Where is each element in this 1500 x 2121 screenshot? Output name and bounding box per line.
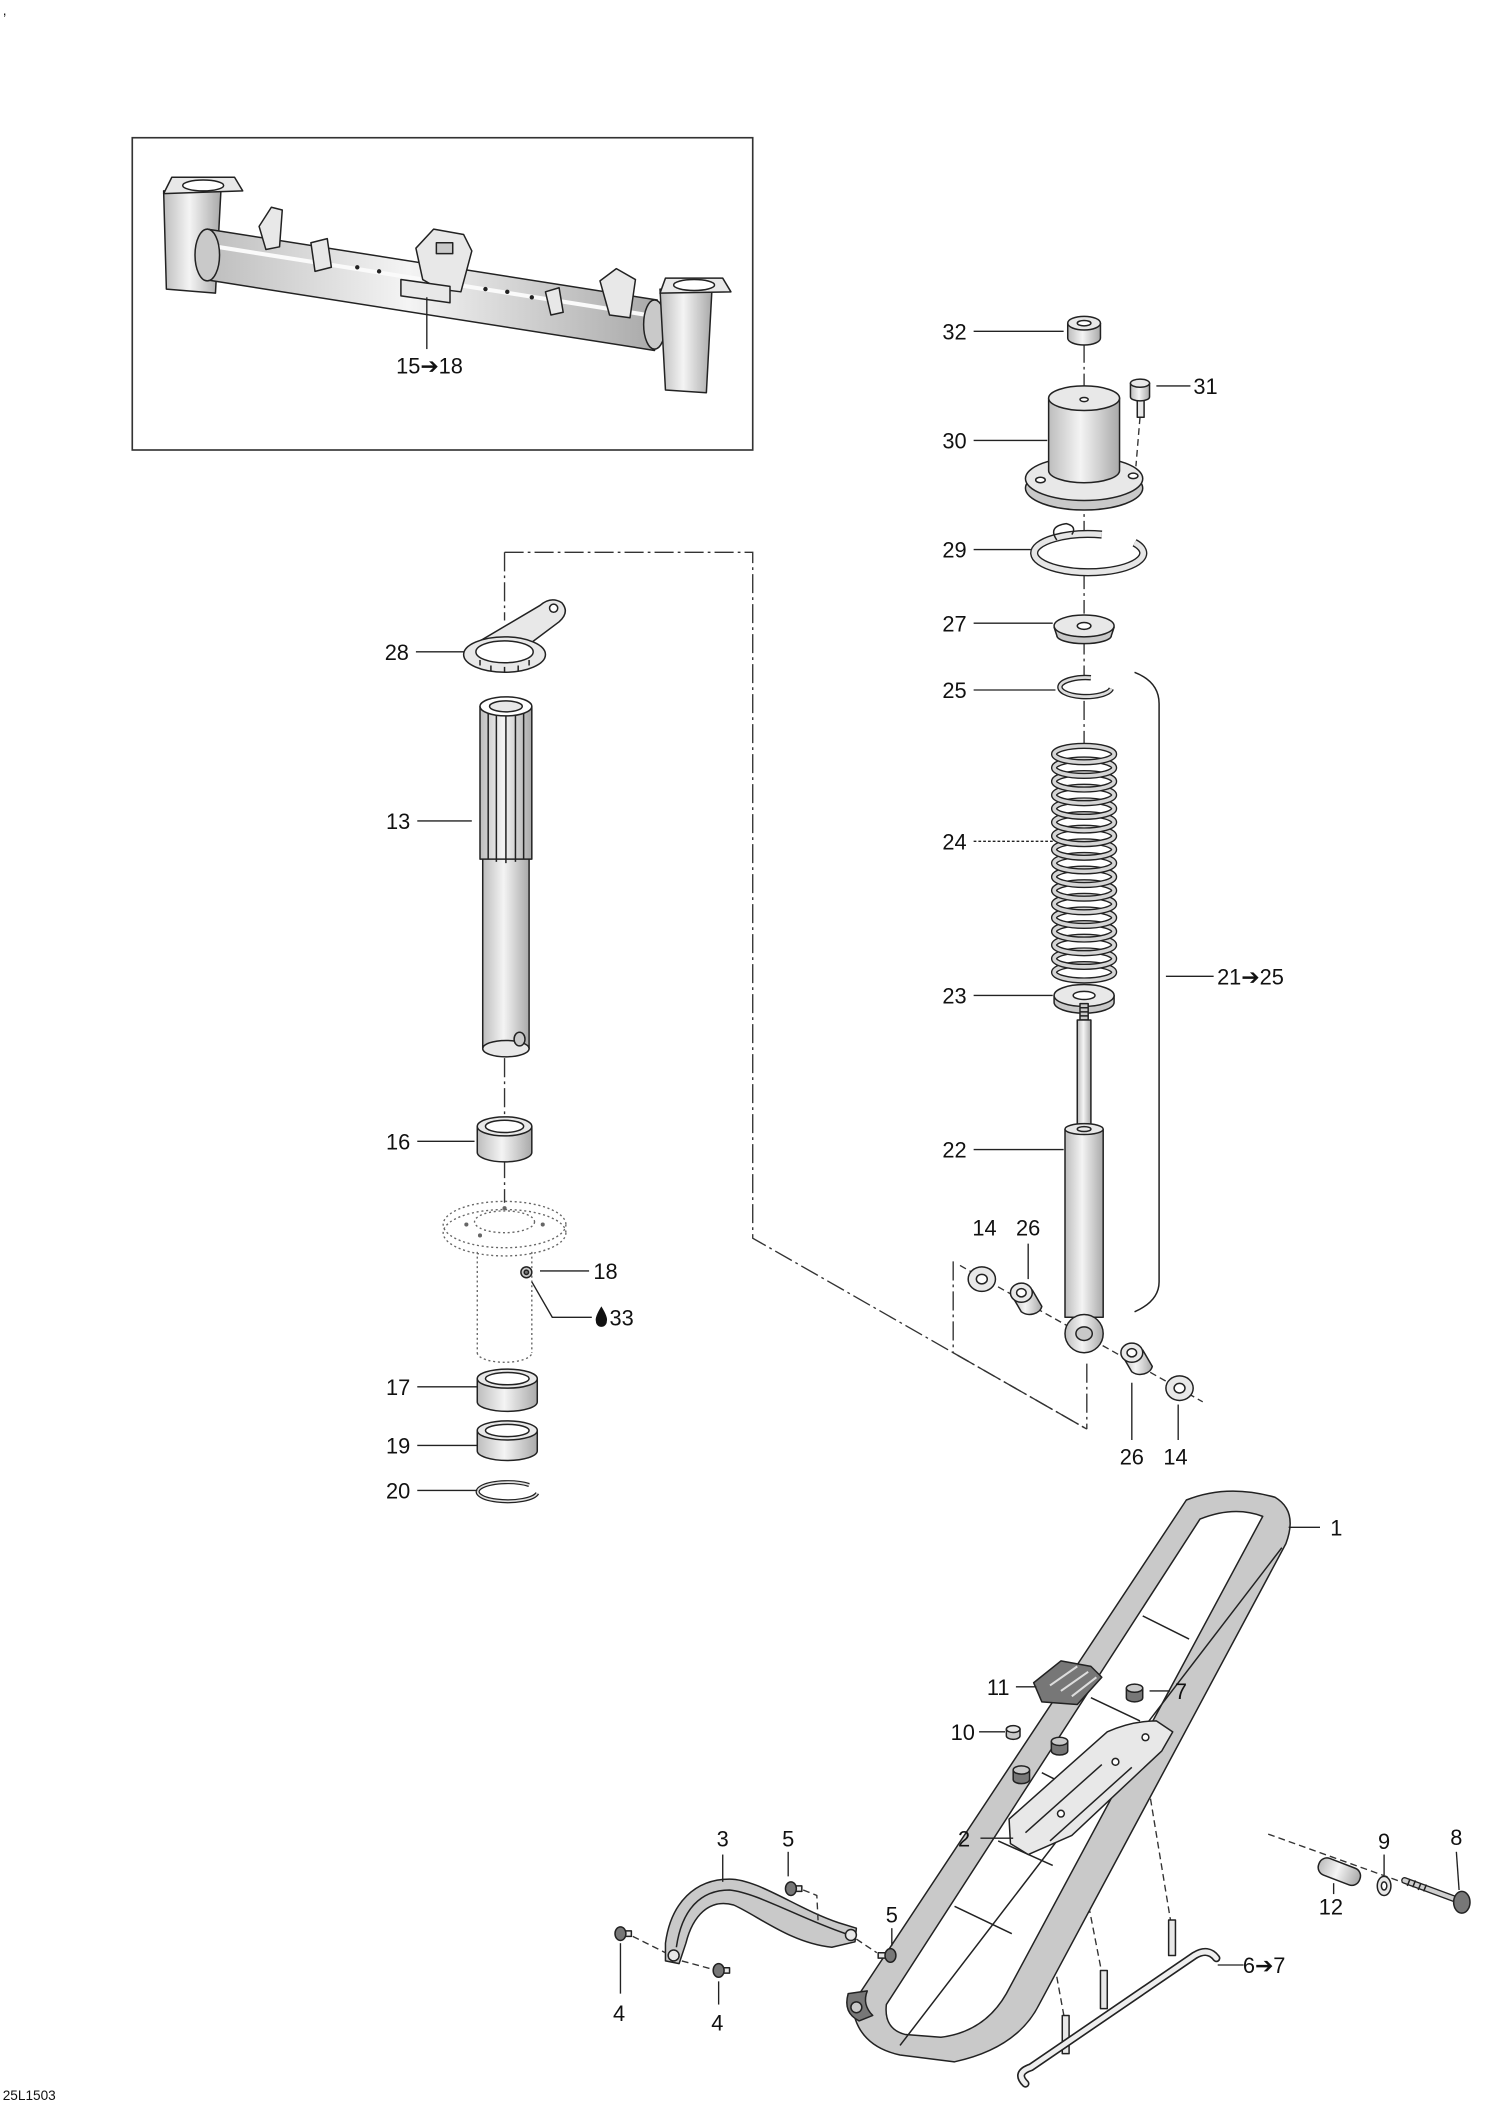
callout-8: 8	[1450, 1825, 1462, 1850]
callout-33: 33	[610, 1305, 634, 1330]
part-13-spindle	[479, 696, 533, 1058]
callout-5-lower: 5	[886, 1903, 898, 1928]
callout-25: 25	[942, 678, 966, 703]
callout-16: 16	[386, 1130, 410, 1155]
part-11-wear-pad	[1032, 1660, 1103, 1706]
part-25-retainer-clip	[1057, 674, 1114, 700]
shock-group: 32 31 30 29	[942, 315, 1284, 1470]
callout-14-left: 14	[972, 1215, 996, 1240]
ski-group: 1 6➔7 2	[613, 1490, 1471, 2088]
part-2-ski-plate	[1008, 1720, 1174, 1856]
axis-line	[632, 1935, 666, 1954]
callout-13: 13	[386, 809, 410, 834]
inset-panel: 15➔18	[131, 136, 754, 451]
part-7-nut	[1125, 1683, 1144, 1703]
part-26-bushing-left	[1009, 1282, 1043, 1316]
part-24-spring	[1050, 742, 1118, 984]
leader-line	[531, 1281, 592, 1318]
part-10-nut	[1005, 1724, 1021, 1741]
part-32-nut	[1066, 315, 1102, 346]
callout-4-left: 4	[613, 2001, 625, 2026]
callout-9: 9	[1378, 1829, 1390, 1854]
callout-32: 32	[942, 320, 966, 345]
callout-23: 23	[942, 984, 966, 1009]
part-19-bushing	[476, 1420, 539, 1462]
part-4-bolt	[712, 1962, 731, 1979]
callout-1: 1	[1330, 1515, 1342, 1540]
axis-line	[681, 1960, 712, 1970]
callout-14-right: 14	[1163, 1445, 1187, 1470]
callout-17: 17	[386, 1375, 410, 1400]
callout-31: 31	[1193, 374, 1217, 399]
part-30-top-mount	[1024, 385, 1144, 511]
part-26-bushing-right	[1120, 1342, 1154, 1376]
part-6-7-runner	[1017, 1919, 1221, 2088]
callout-19: 19	[386, 1434, 410, 1459]
oil-drop-icon	[595, 1306, 608, 1327]
inset-border	[131, 136, 754, 451]
part-22-shock-absorber	[1064, 1002, 1104, 1354]
callout-10: 10	[951, 1720, 975, 1745]
callout-24: 24	[942, 830, 966, 855]
callout-4-right: 4	[711, 2010, 723, 2035]
callout-2: 2	[958, 1826, 970, 1851]
callout-18: 18	[593, 1259, 617, 1284]
callout-27: 27	[942, 611, 966, 636]
callout-22: 22	[942, 1138, 966, 1163]
part-14-washer-right	[1165, 1375, 1194, 1402]
part-12-spacer	[1317, 1857, 1362, 1887]
callout-11: 11	[987, 1675, 1010, 1700]
part-3-ski-handle	[664, 1878, 858, 1965]
callout-26-right: 26	[1120, 1445, 1144, 1470]
part-14-washer-left	[967, 1266, 997, 1293]
part-18-grease-fitting	[520, 1266, 533, 1279]
plate-nut	[1050, 1736, 1069, 1756]
callout-29: 29	[942, 538, 966, 563]
leader-line	[1455, 1851, 1460, 1891]
plate-nut	[1012, 1765, 1031, 1785]
front-frame-crossmember	[162, 176, 732, 394]
assembly-lines	[503, 343, 1204, 1430]
part-17-bushing	[476, 1368, 539, 1413]
axis-line	[802, 1889, 819, 1923]
callout-7: 7	[1175, 1679, 1187, 1704]
callout-3: 3	[717, 1826, 729, 1851]
callout-21-25: 21➔25	[1217, 965, 1284, 990]
callout-6-7: 6➔7	[1243, 1953, 1286, 1978]
axis-line	[855, 1938, 878, 1954]
callout-30: 30	[942, 429, 966, 454]
callout-15-18: 15➔18	[396, 354, 463, 379]
callout-20: 20	[386, 1479, 410, 1504]
kit-bracket	[1134, 671, 1160, 1313]
part-27-cup-washer	[1053, 614, 1115, 645]
part-16-bushing	[476, 1116, 533, 1163]
part-5-bolt	[877, 1947, 897, 1964]
part-4-bolt	[614, 1926, 633, 1942]
callout-5-upper: 5	[782, 1826, 794, 1851]
part-28-steering-arm-ring	[462, 599, 567, 674]
callout-26-left: 26	[1016, 1215, 1040, 1240]
spindle-group: 28 13 16	[385, 599, 634, 1504]
corner-mark: ,	[3, 3, 7, 18]
part-20-circlip	[475, 1480, 540, 1504]
drawing-code: 25L1503	[3, 2088, 56, 2103]
part-8-bolt	[1401, 1877, 1471, 1914]
part-5-bolt	[784, 1881, 803, 1897]
part-31-screw	[1129, 378, 1151, 419]
callout-28: 28	[385, 640, 409, 665]
spindle-housing-outline	[442, 1200, 567, 1363]
callout-12: 12	[1319, 1895, 1343, 1920]
part-9-washer	[1376, 1875, 1392, 1897]
spring-coil-highlight	[1052, 744, 1116, 765]
part-29-split-ring	[1030, 522, 1148, 577]
